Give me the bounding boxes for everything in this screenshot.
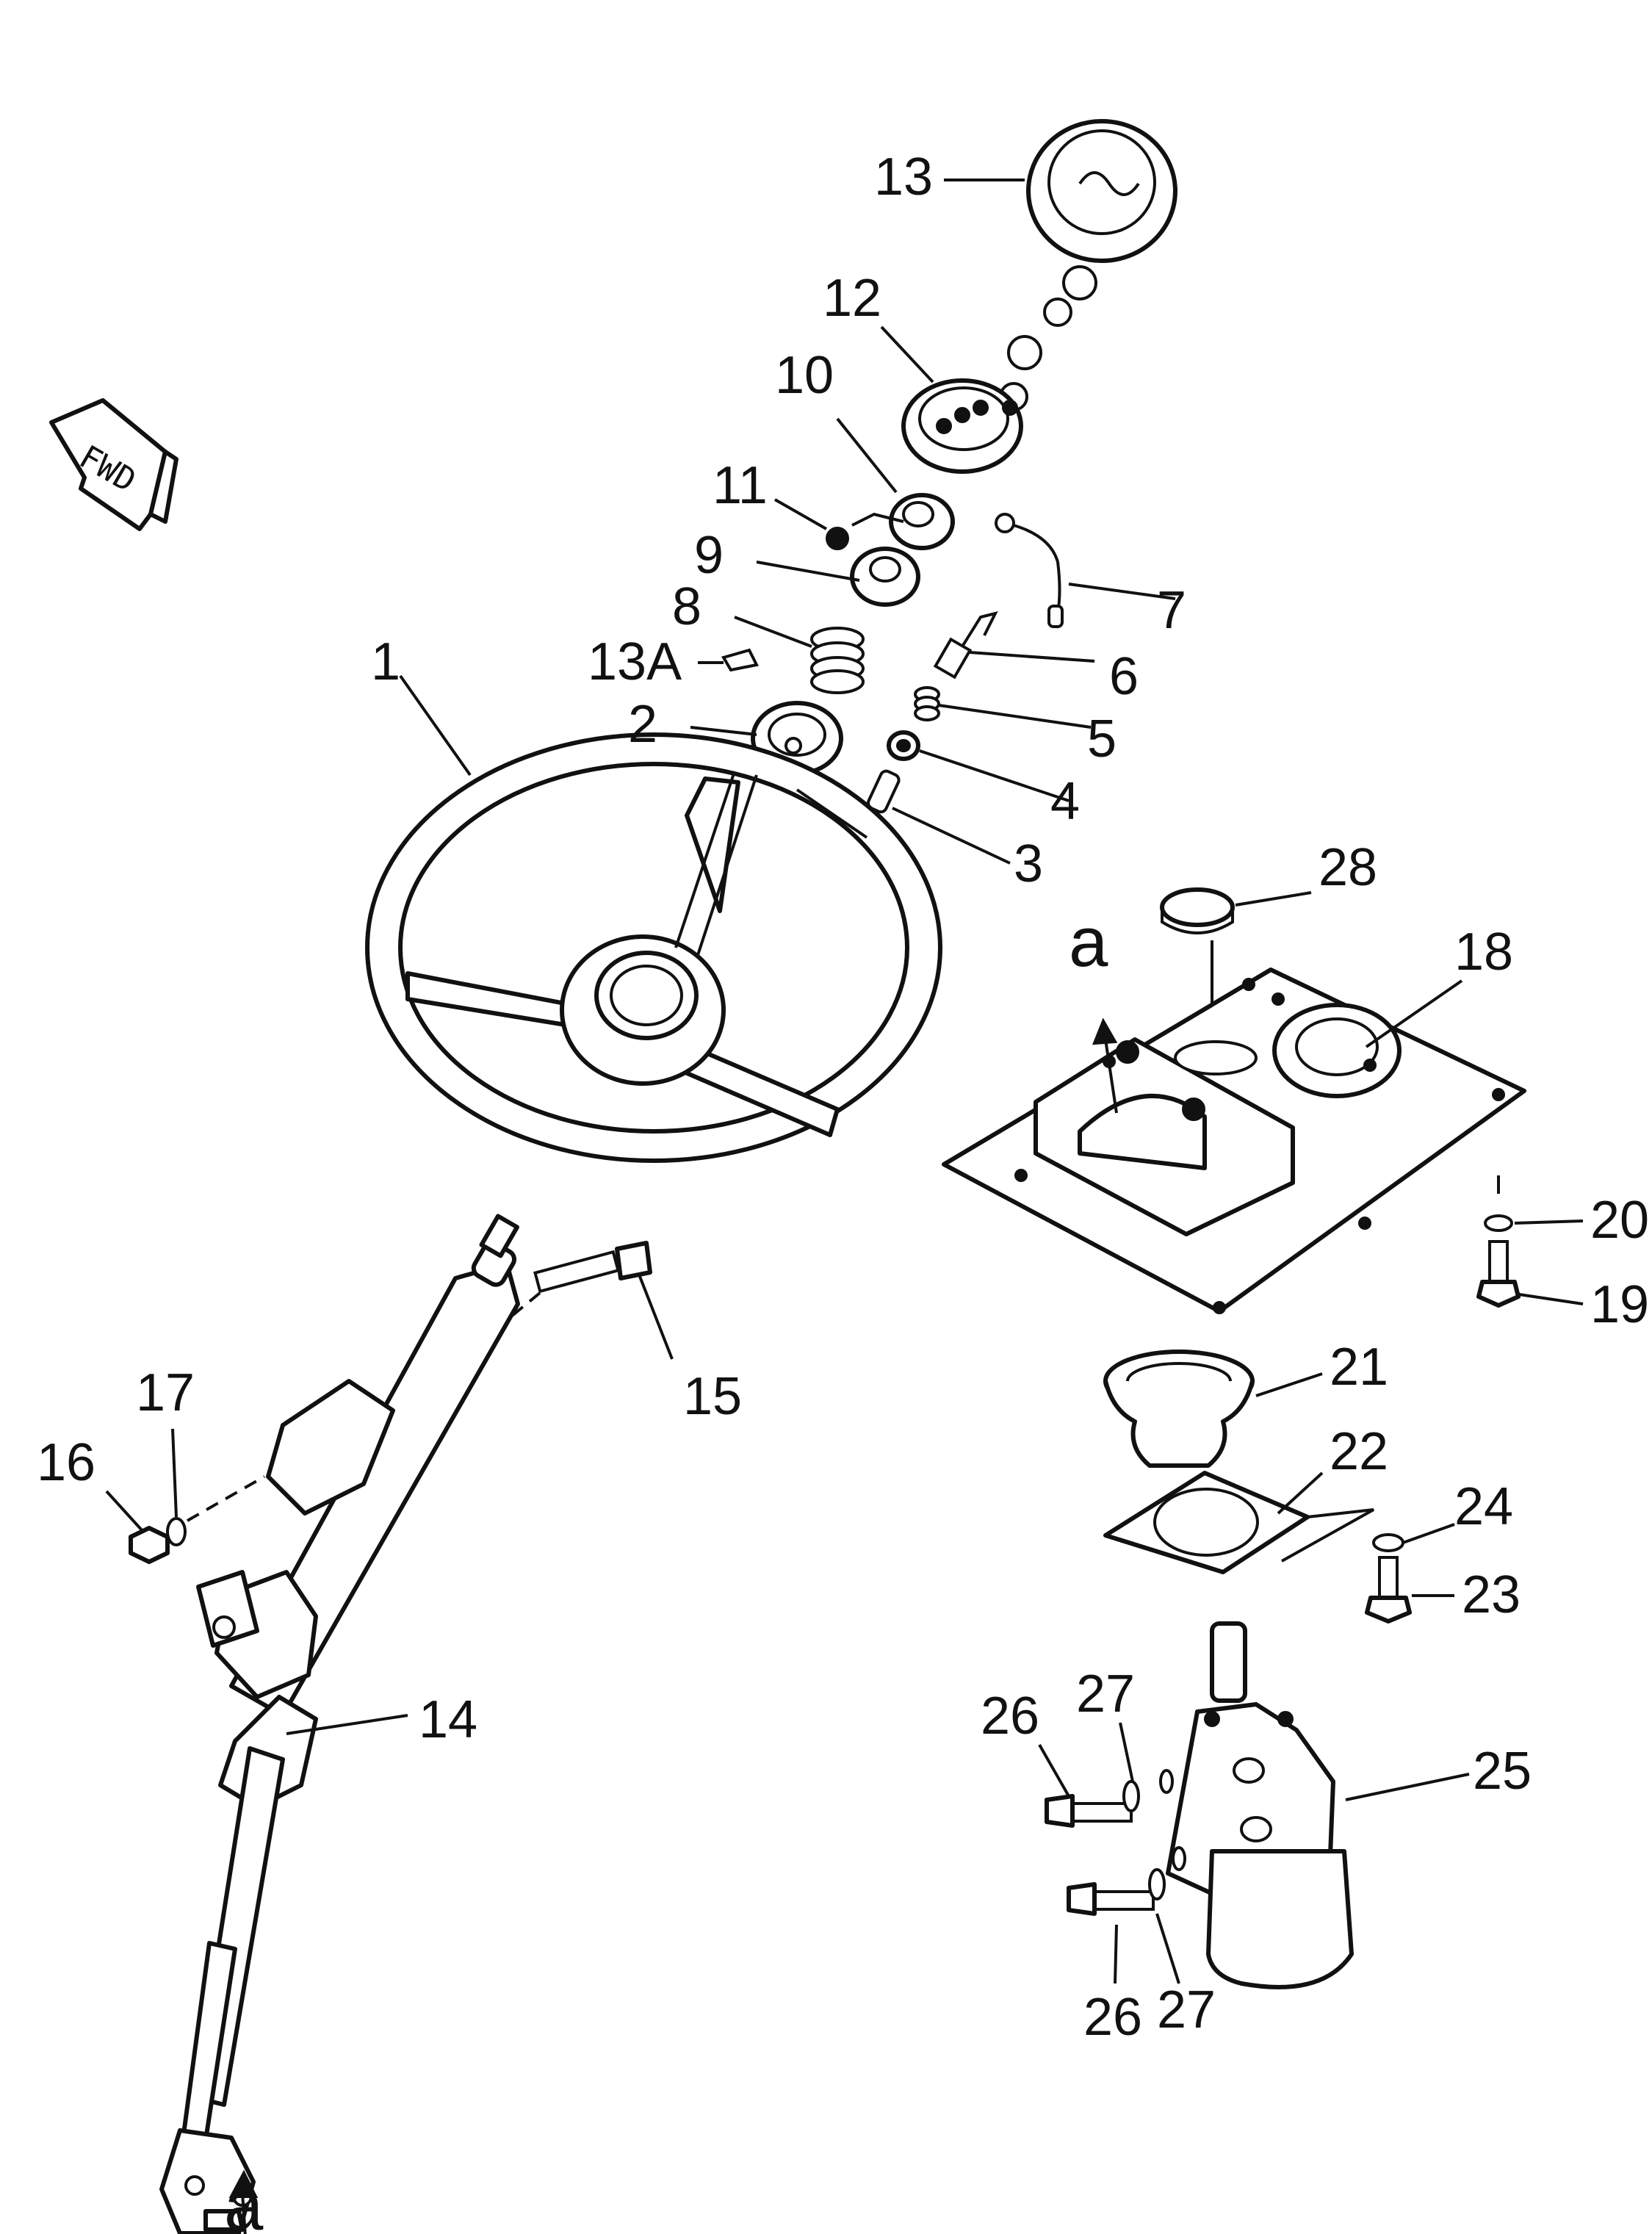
reference-mark-a-bottom: a [224, 2166, 264, 2234]
callout-1: 1 [371, 633, 400, 691]
callout-7: 7 [1157, 581, 1186, 640]
horn-button-base [901, 378, 1023, 474]
callout-2: 2 [628, 695, 657, 754]
callout-19: 19 [1590, 1275, 1649, 1334]
gasket [1103, 1471, 1374, 1574]
callout-4: 4 [1050, 772, 1080, 831]
bushing [887, 730, 920, 761]
nut [826, 527, 849, 550]
callout-16: 16 [37, 1433, 95, 1492]
callout-11: 11 [713, 456, 768, 515]
steering-valve [1166, 1621, 1354, 1989]
callout-labels: 13 12 10 11 9 8 13A 1 2 7 6 5 4 3 28 18 … [37, 148, 1649, 2047]
nut-and-washer [129, 1475, 265, 1564]
callout-27-lower: 27 [1157, 1981, 1216, 2039]
callout-10: 10 [775, 346, 834, 405]
steering-wheel [365, 732, 942, 1163]
callout-20: 20 [1590, 1191, 1649, 1250]
spring [810, 627, 865, 694]
decal [721, 648, 759, 672]
callout-28: 28 [1319, 838, 1377, 897]
callout-22: 22 [1330, 1422, 1388, 1481]
steering-column [159, 1214, 520, 2234]
reference-arrow-top: a [1069, 903, 1118, 1114]
callout-6: 6 [1109, 647, 1139, 706]
reference-arrow-bottom: a [224, 2166, 264, 2234]
callout-25: 25 [1473, 1742, 1532, 1801]
callout-13: 13 [874, 148, 933, 206]
horn-cap [999, 119, 1177, 411]
contact-pin [933, 611, 998, 680]
bolt [336, 1241, 652, 1460]
boot [1103, 1350, 1255, 1468]
small-spring [914, 686, 940, 721]
callout-13a: 13A [588, 633, 682, 691]
callout-5: 5 [1087, 710, 1117, 768]
mounting-bolts [1045, 1769, 1186, 1916]
contact-plate [851, 493, 955, 550]
washer-and-bolt [1476, 1175, 1521, 1308]
callout-12: 12 [823, 269, 881, 328]
callout-3: 3 [1014, 835, 1043, 893]
callout-21: 21 [1330, 1338, 1388, 1397]
callout-8: 8 [672, 577, 701, 636]
floor-plate [942, 968, 1526, 1314]
washer-and-bolt-2 [1365, 1533, 1412, 1624]
callout-27-upper: 27 [1076, 1665, 1135, 1723]
callout-15: 15 [683, 1367, 742, 1426]
spring-plate [850, 547, 920, 607]
callout-17: 17 [136, 1363, 195, 1422]
callout-14: 14 [419, 1690, 477, 1749]
forward-arrow-icon: FWD [49, 398, 178, 531]
callout-24: 24 [1454, 1477, 1513, 1536]
callout-9: 9 [694, 526, 724, 585]
leader-lines [105, 179, 1584, 1984]
callout-18: 18 [1454, 923, 1513, 981]
callout-26-upper: 26 [981, 1687, 1039, 1745]
wire [995, 513, 1064, 629]
callout-26-lower: 26 [1083, 1988, 1142, 2047]
callout-23: 23 [1462, 1565, 1521, 1624]
reference-mark-a-top: a [1069, 903, 1108, 981]
